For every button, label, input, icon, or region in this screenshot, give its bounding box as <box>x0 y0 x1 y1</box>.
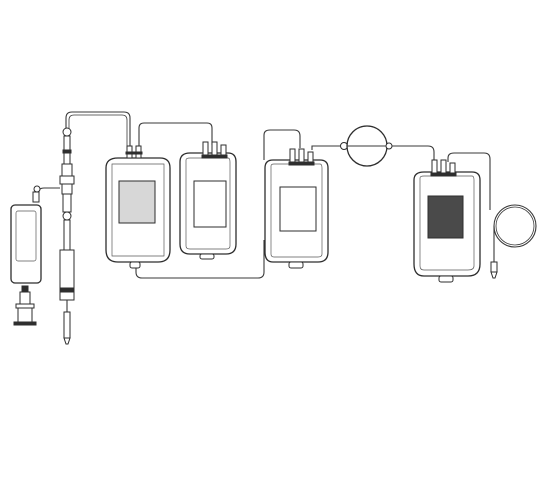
storage-bag-label <box>427 195 464 239</box>
satellite-bag-2-label <box>279 186 317 232</box>
leukocyte-filter <box>340 125 393 167</box>
primary-bag-label <box>118 180 156 224</box>
tube-primary-to-sat1 <box>138 122 213 152</box>
tube-sat2-top <box>263 129 301 160</box>
primary-bag <box>105 145 171 269</box>
tube-sat2-to-filter <box>311 145 346 150</box>
satellite-bag-2 <box>264 148 329 269</box>
storage-bag <box>413 159 481 283</box>
coiled-tubing <box>490 204 537 279</box>
tubing-network <box>37 111 491 279</box>
tube-to-sample-pouch <box>37 187 60 200</box>
needle-assembly <box>59 127 75 345</box>
tube-filter-to-storage <box>382 145 435 162</box>
tube-donor-line <box>65 111 131 150</box>
sample-pouch <box>10 185 42 326</box>
tube-primary-bottom <box>135 240 265 279</box>
satellite-bag-1-label <box>193 180 227 228</box>
satellite-bag-1 <box>179 141 237 260</box>
tube-storage-to-coil <box>447 152 491 210</box>
